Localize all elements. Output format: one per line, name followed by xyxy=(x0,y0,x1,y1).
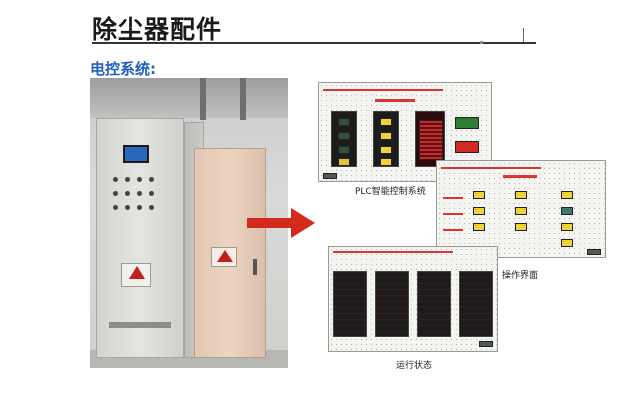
control-cabinet-photo xyxy=(90,78,288,368)
section-subtitle: 电控系统: xyxy=(90,60,156,78)
secondary-cabinet xyxy=(194,148,266,358)
operation-interface-screen xyxy=(436,160,606,258)
caption-operation: 操作界面 xyxy=(502,271,539,281)
high-voltage-warning-icon xyxy=(211,247,237,267)
right-arrow-icon xyxy=(247,208,315,238)
slide-title: 除尘器配件 xyxy=(92,15,223,44)
main-control-cabinet xyxy=(96,118,184,358)
caption-status: 运行状态 xyxy=(396,361,433,371)
run-status-screen xyxy=(328,246,498,352)
title-underline xyxy=(92,28,536,44)
hmi-touchscreen xyxy=(123,145,149,163)
high-voltage-warning-icon xyxy=(121,263,151,287)
caption-plc: PLC智能控制系统 xyxy=(355,187,426,197)
